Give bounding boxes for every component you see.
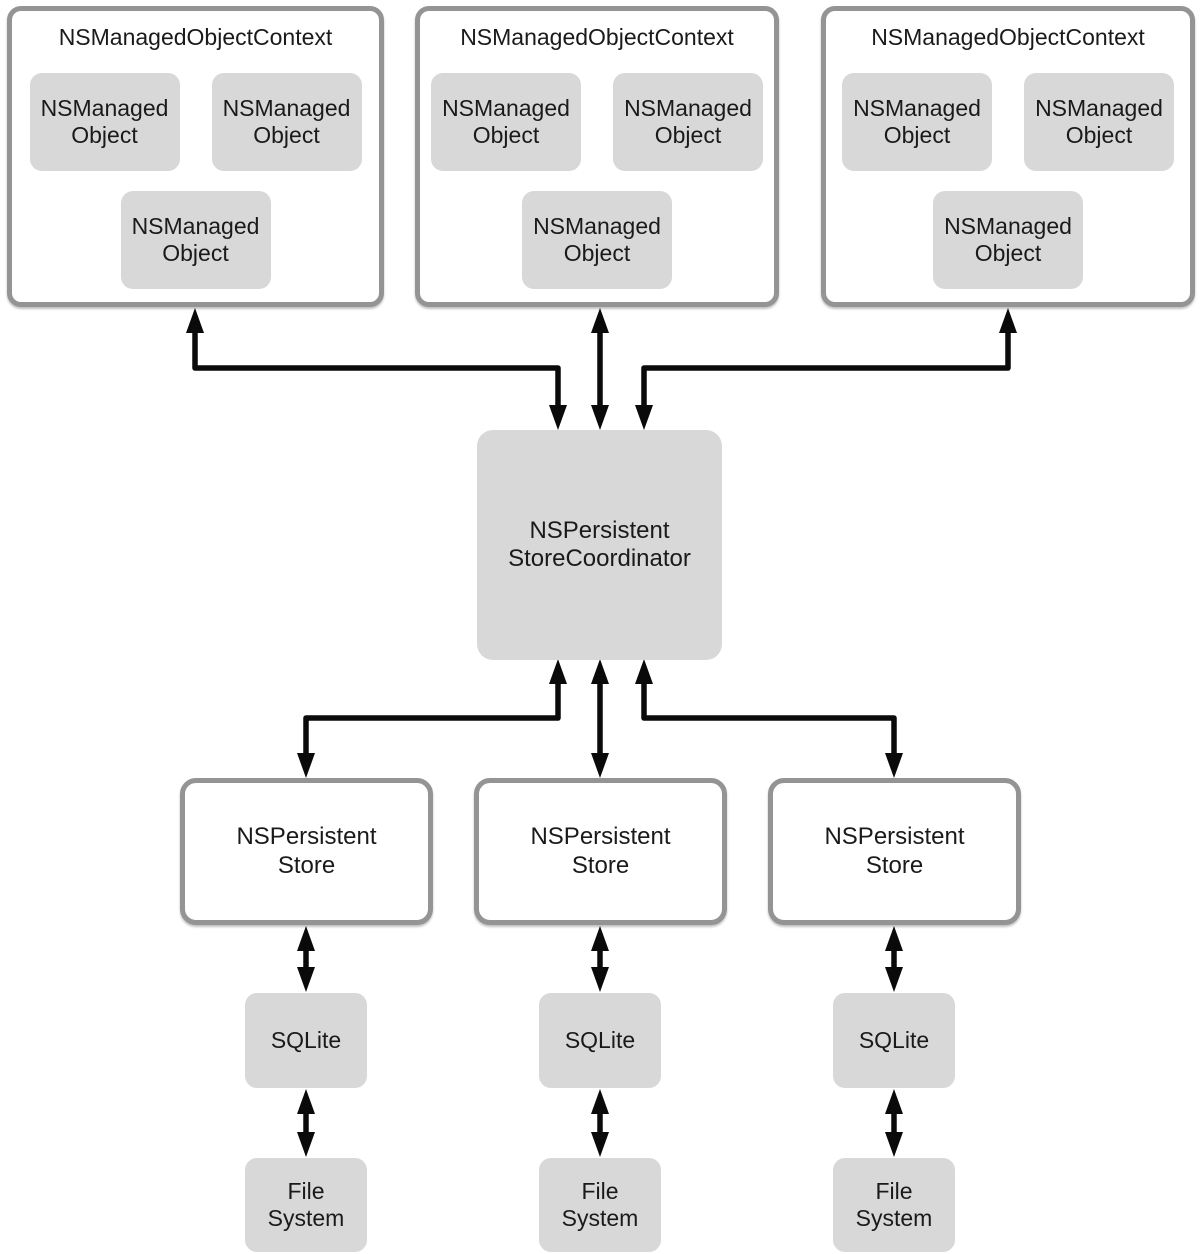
- sqlite-box-3: SQLite: [833, 993, 955, 1088]
- arrow-store3-sqlite3: [885, 926, 903, 992]
- sqlite-box-2: SQLite: [539, 993, 661, 1088]
- arrow-coordinator-store2: [591, 659, 609, 778]
- arrow-sqlite3-filesystem3: [885, 1089, 903, 1157]
- arrow-coordinator-store1: [297, 659, 567, 778]
- persistent-store-box-3: NSPersistent Store: [768, 778, 1021, 925]
- managed-object-box: NSManaged Object: [842, 73, 992, 171]
- managed-object-box: NSManaged Object: [522, 191, 672, 289]
- file-system-box-2: File System: [539, 1158, 661, 1252]
- persistent-store-coordinator-box: NSPersistent StoreCoordinator: [477, 430, 722, 660]
- sqlite-box-1: SQLite: [245, 993, 367, 1088]
- managed-object-context-box-2: NSManagedObjectContext NSManaged Object …: [415, 6, 779, 307]
- managed-object-box: NSManaged Object: [211, 73, 362, 171]
- managed-object-box: NSManaged Object: [29, 73, 180, 171]
- context-title: NSManagedObjectContext: [871, 24, 1145, 50]
- context-title: NSManagedObjectContext: [58, 24, 333, 50]
- arrow-context3-coordinator: [635, 308, 1017, 430]
- arrow-store1-sqlite1: [297, 926, 315, 992]
- managed-object-box: NSManaged Object: [933, 191, 1083, 289]
- managed-object-box: NSManaged Object: [431, 73, 581, 171]
- arrow-context1-coordinator: [186, 308, 567, 430]
- managed-object-box: NSManaged Object: [120, 191, 271, 289]
- arrow-context2-coordinator: [591, 308, 609, 430]
- managed-object-box: NSManaged Object: [1024, 73, 1174, 171]
- arrow-sqlite1-filesystem1: [297, 1089, 315, 1157]
- arrow-coordinator-store3: [635, 659, 903, 778]
- managed-object-row: NSManaged Object NSManaged Object: [826, 73, 1190, 171]
- managed-object-context-box-1: NSManagedObjectContext NSManaged Object …: [7, 6, 384, 307]
- persistent-store-box-1: NSPersistent Store: [180, 778, 433, 925]
- arrow-sqlite2-filesystem2: [591, 1089, 609, 1157]
- file-system-box-3: File System: [833, 1158, 955, 1252]
- file-system-box-1: File System: [245, 1158, 367, 1252]
- context-title: NSManagedObjectContext: [460, 24, 734, 50]
- managed-object-row: NSManaged Object NSManaged Object: [12, 73, 379, 171]
- managed-object-row: NSManaged Object NSManaged Object: [420, 73, 774, 171]
- persistent-store-box-2: NSPersistent Store: [474, 778, 727, 925]
- managed-object-box: NSManaged Object: [613, 73, 763, 171]
- arrow-store2-sqlite2: [591, 926, 609, 992]
- managed-object-context-box-3: NSManagedObjectContext NSManaged Object …: [821, 6, 1195, 307]
